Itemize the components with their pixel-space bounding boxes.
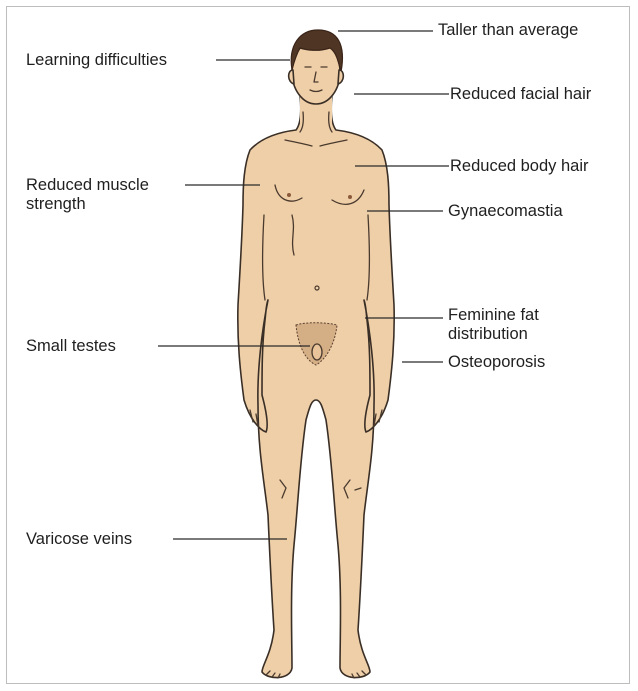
label-feminine-fat-distribution: Feminine fat distribution xyxy=(448,306,539,344)
label-reduced-body-hair: Reduced body hair xyxy=(450,157,589,176)
label-taller-than-average: Taller than average xyxy=(438,21,578,40)
body-outline xyxy=(238,95,394,678)
label-gynaecomastia: Gynaecomastia xyxy=(448,202,563,221)
label-varicose-veins: Varicose veins xyxy=(26,530,132,549)
label-learning-difficulties: Learning difficulties xyxy=(26,51,167,70)
label-small-testes: Small testes xyxy=(26,337,116,356)
label-reduced-muscle-strength: Reduced muscle strength xyxy=(26,176,149,214)
label-reduced-facial-hair: Reduced facial hair xyxy=(450,85,591,104)
label-osteoporosis: Osteoporosis xyxy=(448,353,545,372)
